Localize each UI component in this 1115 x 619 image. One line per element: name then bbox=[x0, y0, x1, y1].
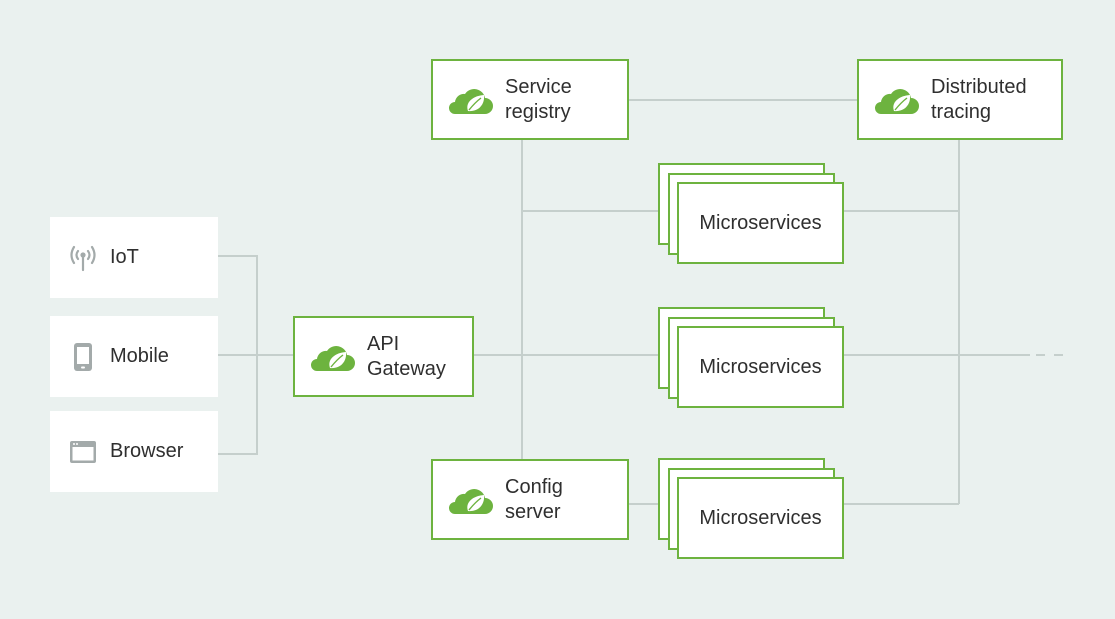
client-label: Browser bbox=[110, 440, 184, 462]
stack-card-front: Microservices bbox=[677, 182, 844, 264]
distributed-tracing-label: Distributed tracing bbox=[931, 75, 1027, 125]
spring-cloud-leaf-icon bbox=[449, 88, 493, 114]
client-mobile: Mobile bbox=[50, 316, 218, 397]
client-iot: IoT bbox=[50, 217, 218, 298]
label-line: Config bbox=[505, 475, 563, 498]
stack-card-front: Microservices bbox=[677, 477, 844, 559]
config-server-label: Config server bbox=[505, 475, 563, 525]
service-registry-label: Service registry bbox=[505, 75, 572, 125]
label-line: API bbox=[367, 332, 400, 355]
antenna-icon bbox=[68, 243, 98, 273]
client-label: IoT bbox=[110, 246, 139, 268]
client-browser: Browser bbox=[50, 411, 218, 492]
stack-card-front: Microservices bbox=[677, 326, 844, 408]
spring-cloud-leaf-icon bbox=[875, 88, 919, 114]
microservices-label: Microservices bbox=[699, 355, 822, 378]
microservices-label: Microservices bbox=[699, 211, 822, 234]
label-line: Service bbox=[505, 75, 572, 98]
api-gateway-label: API Gateway bbox=[367, 332, 446, 382]
label-line: registry bbox=[505, 100, 571, 123]
api-gateway-box: API Gateway bbox=[293, 316, 474, 397]
client-label: Mobile bbox=[110, 345, 169, 367]
label-line: Distributed bbox=[931, 75, 1027, 98]
label-line: tracing bbox=[931, 100, 992, 123]
label-line: Gateway bbox=[367, 357, 446, 380]
microservices-label: Microservices bbox=[699, 506, 822, 529]
config-server-box: Config server bbox=[431, 459, 629, 540]
distributed-tracing-box: Distributed tracing bbox=[857, 59, 1063, 140]
service-registry-box: Service registry bbox=[431, 59, 629, 140]
phone-icon bbox=[68, 342, 98, 372]
spring-cloud-leaf-icon bbox=[311, 345, 355, 371]
browser-window-icon bbox=[68, 437, 98, 467]
spring-cloud-leaf-icon bbox=[449, 488, 493, 514]
label-line: server bbox=[505, 500, 561, 523]
